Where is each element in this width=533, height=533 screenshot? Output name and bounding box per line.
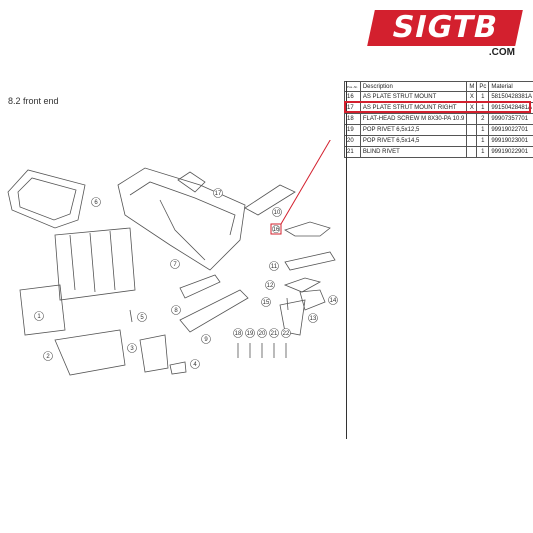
callout-label: 1 <box>37 314 41 320</box>
part-front-end-assembly <box>117 167 246 271</box>
callout-label: 15 <box>263 300 270 306</box>
part-front-box <box>54 227 136 301</box>
cell-description: POP RIVET 6,5x12,5 <box>359 124 468 136</box>
cell-material: 99919022901 <box>488 146 533 158</box>
cell-material: 99919023001 <box>488 135 533 147</box>
rivets <box>237 343 287 358</box>
logo-suffix: .COM <box>488 47 515 58</box>
callout-8: 8 <box>171 305 181 315</box>
callout-label: 9 <box>204 337 208 343</box>
header-pc: Pc <box>476 81 490 92</box>
callout-label: 18 <box>235 331 242 337</box>
callout-2: 2 <box>43 351 53 361</box>
callout-label: 5 <box>140 315 144 321</box>
part-radiator-frame <box>7 169 86 229</box>
callout-9: 9 <box>201 334 211 344</box>
part-3 <box>139 334 169 373</box>
callout-13: 13 <box>308 313 318 323</box>
part-2 <box>54 329 126 376</box>
callout-label: 8 <box>174 308 178 314</box>
part-1 <box>19 284 66 336</box>
cell-pos: 21 <box>344 146 361 158</box>
callout-19: 19 <box>245 328 255 338</box>
highlighted-row-outline <box>344 101 531 113</box>
header-description: Description <box>359 81 468 92</box>
callout-6: 6 <box>91 197 101 207</box>
callout-22: 22 <box>281 328 291 338</box>
header-m: M <box>466 81 478 92</box>
cell-pc: 1 <box>476 146 490 158</box>
part-4 <box>169 361 187 375</box>
callout-4: 4 <box>190 359 200 369</box>
table-divider <box>346 81 347 439</box>
callout-14: 14 <box>328 295 338 305</box>
callout-label: 22 <box>283 331 290 337</box>
cell-description: BLIND RIVET <box>359 146 468 158</box>
part-14 <box>299 289 326 311</box>
highlight-leader-line <box>280 140 331 225</box>
callout-20: 20 <box>257 328 267 338</box>
cell-description: FLAT-HEAD SCREW M 8X30-PA 10.9 <box>359 113 468 125</box>
section-title: 8.2 front end <box>8 96 59 106</box>
callout-label: 20 <box>259 331 266 337</box>
callout-10: 10 <box>272 207 282 217</box>
callout-label: 21 <box>271 331 278 337</box>
part-13 <box>279 299 306 336</box>
springs <box>129 297 289 323</box>
callout-label: 12 <box>267 283 274 289</box>
cell-description: POP RIVET 6,5x14,5 <box>359 135 468 147</box>
callout-label: 16 <box>273 227 280 233</box>
brand-logo[interactable]: SIGTB .COM <box>367 10 523 58</box>
callout-label: 3 <box>130 346 134 352</box>
part-11 <box>284 251 336 271</box>
cell-material: 99919022701 <box>488 124 533 136</box>
table-header-row: Pos.-Nr. Description M Pc Material <box>344 81 533 92</box>
callout-11: 11 <box>269 261 279 271</box>
callout-label: 2 <box>46 354 50 360</box>
cell-pc: 1 <box>476 135 490 147</box>
cell-material: 99907357701 <box>488 113 533 125</box>
callout-label: 10 <box>274 210 281 216</box>
callout-label: 4 <box>193 362 197 368</box>
callout-3: 3 <box>127 343 137 353</box>
cell-m <box>466 146 478 158</box>
callout-7: 7 <box>170 259 180 269</box>
cell-pc: 1 <box>476 124 490 136</box>
cell-m <box>466 113 478 125</box>
part-8 <box>179 274 221 299</box>
callout-18: 18 <box>233 328 243 338</box>
callout-17: 17 <box>213 188 223 198</box>
cell-m <box>466 135 478 147</box>
callout-label: 14 <box>330 298 337 304</box>
logo-mark: SIGTB <box>367 10 523 46</box>
callout-5: 5 <box>137 312 147 322</box>
callout-12: 12 <box>265 280 275 290</box>
part-strut-mount <box>284 221 331 237</box>
callout-1: 1 <box>34 311 44 321</box>
exploded-parts-diagram: 6 17 7 10 16 11 8 12 15 14 5 13 9 18 19 … <box>7 140 338 376</box>
part-plate-10 <box>244 184 296 216</box>
callout-15: 15 <box>261 297 271 307</box>
cell-pc: 2 <box>476 113 490 125</box>
callout-21: 21 <box>269 328 279 338</box>
callout-label: 11 <box>271 264 278 270</box>
part-strut-mount-right <box>177 171 206 193</box>
cell-m <box>466 124 478 136</box>
callout-16: 16 <box>270 223 282 235</box>
header-material: Material <box>488 81 533 92</box>
callout-label: 19 <box>247 331 254 337</box>
callout-label: 7 <box>173 262 177 268</box>
callout-label: 6 <box>94 200 98 206</box>
callout-label: 17 <box>215 191 222 197</box>
part-9 <box>179 289 249 333</box>
callout-label: 13 <box>310 316 317 322</box>
part-12 <box>283 277 322 293</box>
